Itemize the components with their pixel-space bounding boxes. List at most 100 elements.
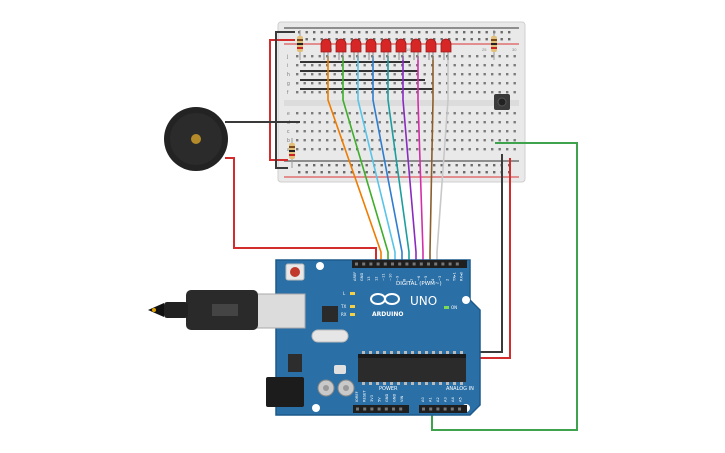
- resistor-left[interactable]: [297, 30, 303, 60]
- rail-hole[interactable]: [485, 31, 488, 34]
- rail-hole[interactable]: [395, 31, 398, 34]
- header-pin[interactable]: [429, 407, 433, 411]
- terminal-hole[interactable]: [386, 121, 389, 124]
- terminal-hole[interactable]: [393, 55, 396, 58]
- terminal-hole[interactable]: [311, 139, 314, 142]
- terminal-hole[interactable]: [303, 82, 306, 85]
- terminal-hole[interactable]: [491, 55, 494, 58]
- red-led[interactable]: [440, 38, 452, 60]
- rail-hole[interactable]: [380, 171, 383, 174]
- terminal-hole[interactable]: [438, 91, 441, 94]
- rail-hole[interactable]: [373, 31, 376, 34]
- rail-hole[interactable]: [320, 38, 323, 41]
- terminal-hole[interactable]: [318, 121, 321, 124]
- rail-hole[interactable]: [440, 171, 443, 174]
- terminal-hole[interactable]: [333, 130, 336, 133]
- terminal-hole[interactable]: [311, 64, 314, 67]
- terminal-hole[interactable]: [483, 64, 486, 67]
- rail-hole[interactable]: [298, 31, 301, 34]
- terminal-hole[interactable]: [513, 139, 516, 142]
- usb-cable[interactable]: [148, 290, 306, 330]
- piezo-buzzer[interactable]: [164, 107, 228, 171]
- red-led[interactable]: [365, 38, 377, 60]
- header-pin[interactable]: [391, 262, 394, 266]
- terminal-hole[interactable]: [423, 91, 426, 94]
- led-wires[interactable]: [327, 56, 449, 262]
- resistor-right[interactable]: [491, 30, 497, 60]
- terminal-hole[interactable]: [423, 139, 426, 142]
- red-led[interactable]: [395, 38, 407, 60]
- reset-button[interactable]: [285, 263, 305, 281]
- rail-hole[interactable]: [388, 31, 391, 34]
- rail-hole[interactable]: [403, 38, 406, 41]
- rail-hole[interactable]: [335, 164, 338, 167]
- rail-hole[interactable]: [358, 38, 361, 41]
- rail-hole[interactable]: [425, 31, 428, 34]
- terminal-hole[interactable]: [393, 130, 396, 133]
- terminal-hole[interactable]: [363, 112, 366, 115]
- terminal-hole[interactable]: [416, 139, 419, 142]
- rail-hole[interactable]: [470, 164, 473, 167]
- terminal-hole[interactable]: [348, 112, 351, 115]
- rail-hole[interactable]: [455, 171, 458, 174]
- terminal-hole[interactable]: [348, 82, 351, 85]
- terminal-hole[interactable]: [453, 82, 456, 85]
- rail-hole[interactable]: [403, 31, 406, 34]
- terminal-hole[interactable]: [453, 139, 456, 142]
- rail-hole[interactable]: [440, 164, 443, 167]
- rail-hole[interactable]: [395, 38, 398, 41]
- rail-hole[interactable]: [433, 31, 436, 34]
- push-button[interactable]: [494, 94, 510, 110]
- terminal-hole[interactable]: [483, 82, 486, 85]
- terminal-hole[interactable]: [401, 130, 404, 133]
- rail-hole[interactable]: [418, 164, 421, 167]
- header-pin[interactable]: [363, 407, 367, 411]
- terminal-hole[interactable]: [378, 64, 381, 67]
- terminal-hole[interactable]: [296, 64, 299, 67]
- rail-hole[interactable]: [350, 38, 353, 41]
- terminal-hole[interactable]: [341, 130, 344, 133]
- terminal-hole[interactable]: [513, 55, 516, 58]
- terminal-hole[interactable]: [408, 73, 411, 76]
- terminal-hole[interactable]: [356, 139, 359, 142]
- terminal-hole[interactable]: [393, 73, 396, 76]
- rail-hole[interactable]: [463, 171, 466, 174]
- terminal-hole[interactable]: [311, 82, 314, 85]
- terminal-hole[interactable]: [356, 130, 359, 133]
- terminal-hole[interactable]: [318, 73, 321, 76]
- terminal-hole[interactable]: [506, 121, 509, 124]
- terminal-hole[interactable]: [476, 112, 479, 115]
- terminal-hole[interactable]: [468, 64, 471, 67]
- buzzer-signal-wire[interactable]: [225, 157, 377, 262]
- terminal-hole[interactable]: [401, 112, 404, 115]
- rail-hole[interactable]: [500, 31, 503, 34]
- terminal-hole[interactable]: [296, 112, 299, 115]
- rail-hole[interactable]: [298, 164, 301, 167]
- terminal-hole[interactable]: [318, 64, 321, 67]
- terminal-hole[interactable]: [483, 55, 486, 58]
- terminal-hole[interactable]: [498, 112, 501, 115]
- terminal-hole[interactable]: [438, 148, 441, 151]
- terminal-hole[interactable]: [303, 64, 306, 67]
- red-led[interactable]: [320, 38, 332, 60]
- terminal-hole[interactable]: [311, 55, 314, 58]
- header-pin[interactable]: [392, 407, 395, 411]
- terminal-hole[interactable]: [371, 130, 374, 133]
- terminal-hole[interactable]: [453, 130, 456, 133]
- terminal-hole[interactable]: [476, 73, 479, 76]
- rail-hole[interactable]: [328, 171, 331, 174]
- rail-hole[interactable]: [328, 38, 331, 41]
- terminal-hole[interactable]: [333, 73, 336, 76]
- terminal-hole[interactable]: [318, 139, 321, 142]
- terminal-hole[interactable]: [393, 91, 396, 94]
- terminal-hole[interactable]: [461, 121, 464, 124]
- terminal-hole[interactable]: [513, 82, 516, 85]
- terminal-hole[interactable]: [476, 91, 479, 94]
- terminal-hole[interactable]: [333, 82, 336, 85]
- terminal-hole[interactable]: [461, 91, 464, 94]
- rail-hole[interactable]: [448, 164, 451, 167]
- terminal-hole[interactable]: [468, 139, 471, 142]
- black-wire-left-rail[interactable]: [275, 31, 295, 169]
- terminal-hole[interactable]: [408, 139, 411, 142]
- terminal-hole[interactable]: [363, 91, 366, 94]
